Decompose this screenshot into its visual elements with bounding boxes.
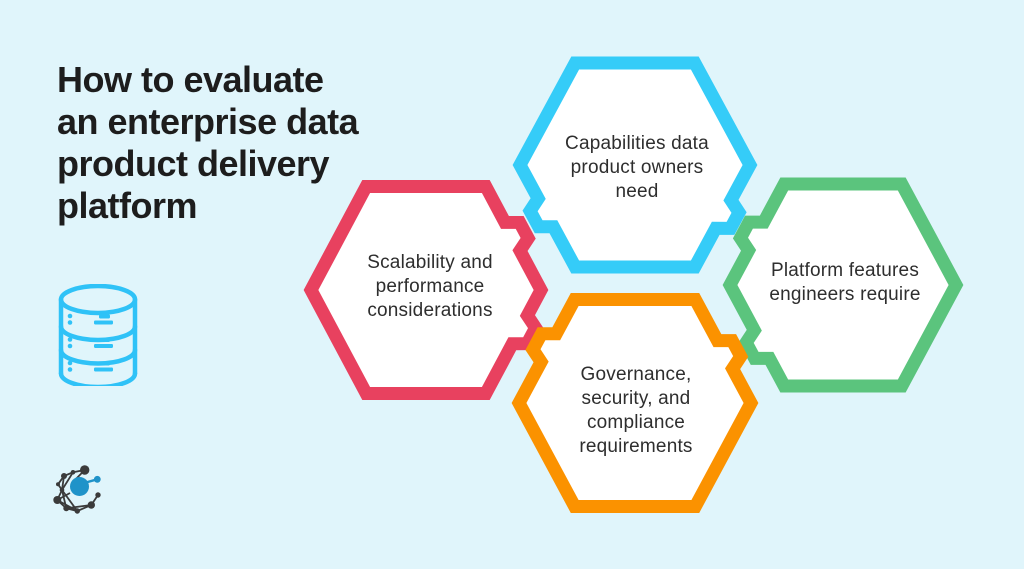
- title-line: How to evaluate: [57, 59, 324, 100]
- hexagon-label-platform-features: Platform features engineers require: [769, 259, 920, 307]
- hexagon-capabilities: [512, 56, 758, 274]
- label-line: requirements: [579, 436, 693, 457]
- label-line: security, and: [581, 388, 691, 409]
- label-line: Platform features: [770, 260, 920, 281]
- page-title: How to evaluate an enterprise data produ…: [57, 59, 359, 227]
- label-line: Scalability and: [367, 252, 493, 273]
- title-line: an enterprise data: [57, 101, 359, 142]
- hexagon-label-governance: Governance, security, and compliance req…: [579, 363, 692, 459]
- hexagon-scalability: [303, 180, 549, 400]
- network-graph-logo-icon: [53, 465, 101, 514]
- label-line: product owners: [570, 157, 704, 178]
- hexagon-label-scalability: Scalability and performance consideratio…: [367, 251, 493, 323]
- label-line: Governance,: [580, 364, 692, 385]
- label-line: engineers require: [769, 284, 921, 305]
- label-line: need: [615, 181, 659, 202]
- title-line: platform: [57, 185, 198, 226]
- hexagon-platform-features: [722, 177, 964, 393]
- hexagon-governance: [511, 293, 759, 513]
- database-icon: [58, 284, 138, 386]
- label-line: considerations: [367, 300, 493, 321]
- label-line: Capabilities data: [565, 133, 709, 154]
- title-line: product delivery: [57, 143, 330, 184]
- label-line: compliance: [586, 412, 686, 433]
- hexagon-label-capabilities: Capabilities data product owners need: [565, 132, 709, 204]
- label-line: performance: [375, 276, 485, 297]
